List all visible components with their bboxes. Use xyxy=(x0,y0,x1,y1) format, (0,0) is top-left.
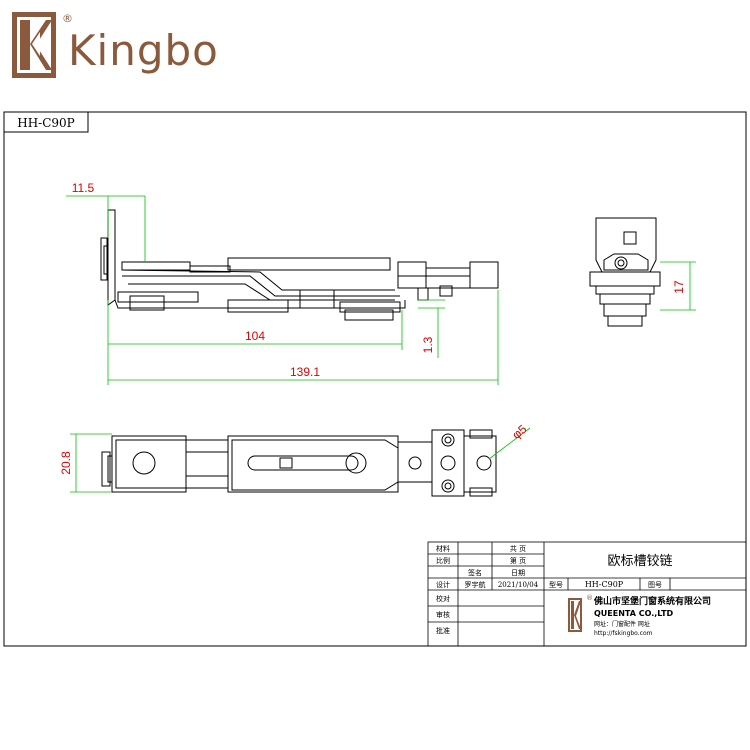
tb-check-label: 校对 xyxy=(436,594,450,603)
dim-mid-length: 104 xyxy=(245,329,265,343)
tb-logo-mark: ® xyxy=(586,594,593,602)
end-view-dimensions xyxy=(660,261,696,311)
tb-approve-label: 批准 xyxy=(436,626,450,635)
tb-scale-label: 比例 xyxy=(436,556,450,565)
side-view xyxy=(100,209,499,321)
dim-hole-diameter: φ5 xyxy=(509,422,529,442)
kingbo-k-logo-icon xyxy=(12,12,56,78)
tb-part-name: 欧标槽铰链 xyxy=(607,554,672,569)
model-tag-box xyxy=(3,111,89,133)
tb-logo-icon xyxy=(568,598,582,632)
dim-total-length: 139.1 xyxy=(290,365,320,379)
tb-company-cn: 佛山市坚堡门窗系统有限公司 xyxy=(593,595,711,607)
tb-material-label: 材料 xyxy=(436,544,450,553)
title-block xyxy=(427,541,747,647)
tb-model-value: HH-C90P xyxy=(585,580,624,589)
model-tag: HH-C90P xyxy=(17,116,75,130)
tb-website-label: 网址：门窗配件 网址 xyxy=(594,620,650,628)
tb-designer: 罗宇航 xyxy=(465,580,486,589)
registered-mark: ® xyxy=(62,12,73,25)
tb-design-label: 设计 xyxy=(436,580,450,589)
tb-review-label: 审核 xyxy=(436,610,450,619)
plan-view-dimensions xyxy=(70,427,531,493)
tb-company-en: QUEENTA CO.,LTD xyxy=(594,609,674,618)
tb-model-label: 型号 xyxy=(549,580,563,589)
tb-signature-label: 签名 xyxy=(468,568,482,577)
dim-top-offset: 11.5 xyxy=(72,181,95,195)
side-view-dimensions xyxy=(66,195,499,385)
tb-total-pages-label: 共 页 xyxy=(510,544,526,553)
tb-design-date: 2021/10/04 xyxy=(498,581,539,589)
tb-website-url: http://fskingbo.com xyxy=(594,630,653,637)
plan-view xyxy=(101,429,497,497)
dim-width-plan: 20.8 xyxy=(59,451,73,475)
end-view xyxy=(589,217,661,327)
tb-drawing-no-label: 图号 xyxy=(648,581,662,589)
tb-page-label: 第 页 xyxy=(510,556,526,565)
dim-gap: 1.3 xyxy=(421,336,435,353)
dim-height-side: 17 xyxy=(672,280,686,294)
tb-date-label: 日期 xyxy=(511,569,525,577)
brand-logo: ® Kingbo xyxy=(10,8,220,80)
brand-name: Kingbo xyxy=(68,26,219,75)
drawing-frame xyxy=(3,111,747,647)
